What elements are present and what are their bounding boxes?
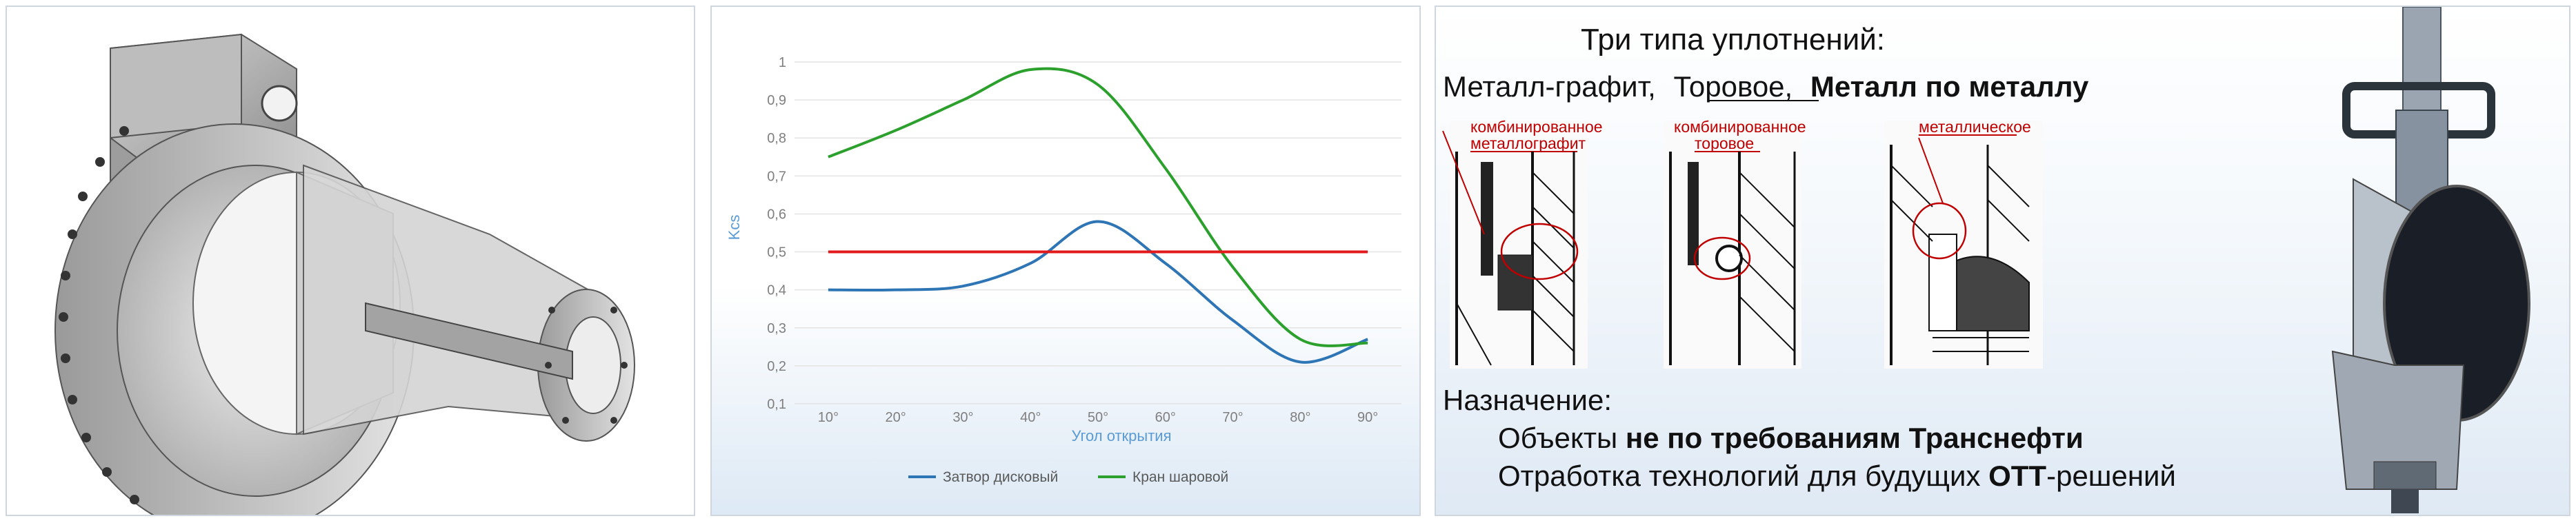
x-tick-label: 10°	[818, 410, 839, 425]
slide-panel: Три типа уплотнений: Металл-графит, Торо…	[1435, 6, 2570, 516]
label-combined-2: комбинированное	[1674, 118, 1806, 136]
x-tick-label: 60°	[1155, 410, 1176, 425]
slide-title: Три типа уплотнений:	[1581, 23, 1885, 57]
seal-type-metal-metal: Металл по металлу	[1810, 70, 2089, 103]
purpose-title: Назначение:	[1443, 384, 1612, 416]
seal-type-metal-graphite: Металл-графит,	[1443, 70, 1656, 103]
label-combined-1: комбинированное	[1470, 118, 1603, 136]
valve-render	[2331, 7, 2530, 513]
x-tick-label: 20°	[886, 410, 906, 425]
chart-panel: 0,1 0,2 0,3 0,4 0,5 0,6 0,7 0,8 0,9 1 10° 20° 30° 40…	[710, 6, 1421, 516]
x-tick-label: 70°	[1222, 410, 1243, 425]
x-tick-label: 50°	[1088, 410, 1108, 425]
y-tick-label: 0,9	[767, 93, 786, 108]
y-tick-label: 0,7	[767, 169, 786, 184]
chart-gridlines	[795, 61, 1401, 404]
x-tick-label: 90°	[1357, 410, 1378, 425]
label-metallic: металлическое	[1919, 118, 2031, 136]
y-tick-label: 0,5	[767, 245, 786, 260]
legend-label-disk: Затвор дисковый	[943, 469, 1058, 485]
purpose-line-2-text: Отработка технологий для будущих	[1498, 460, 1988, 492]
purpose-line-2: Отработка технологий для будущих ОТТ-реш…	[1498, 460, 2176, 492]
purpose-line-2-suffix: -решений	[2046, 460, 2176, 492]
seal-type-toroidal: Торовое,	[1674, 70, 1793, 103]
y-tick-label: 1	[779, 55, 786, 70]
x-tick-label: 30°	[952, 410, 973, 425]
valve-cutaway-panel	[6, 6, 695, 516]
x-tick-label: 80°	[1290, 410, 1310, 425]
purpose-line-1: Объекты не по требованиям Транснефти	[1498, 422, 2084, 454]
series-lines	[828, 67, 1368, 364]
y-tick-label: 0,2	[767, 359, 786, 374]
slide-canvas: Три типа уплотнений: Металл-графит, Торо…	[1442, 7, 2530, 513]
label-metal-graphite: металлографит	[1470, 134, 1586, 152]
label-toroidal: торовое	[1695, 134, 1754, 152]
x-axis-label: Угол открытия	[1071, 427, 1171, 444]
purpose-line-1-bold: не по требованиям Транснефти	[1626, 422, 2084, 454]
y-axis-label: Kcs	[726, 215, 743, 240]
x-tick-label: 40°	[1020, 410, 1041, 425]
y-tick-label: 0,1	[767, 397, 786, 412]
valve-cutaway-illustration	[54, 33, 635, 515]
y-tick-labels: 0,1 0,2 0,3 0,4 0,5 0,6 0,7 0,8 0,9 1	[767, 55, 786, 412]
series-line-0	[828, 220, 1368, 364]
purpose-line-1-text: Объекты	[1498, 422, 1626, 454]
y-tick-label: 0,3	[767, 321, 786, 336]
y-tick-label: 0,6	[767, 207, 786, 222]
chart-legend: Затвор дисковый Кран шаровой	[908, 469, 1228, 485]
kcs-line-chart: 0,1 0,2 0,3 0,4 0,5 0,6 0,7 0,8 0,9 1 10° 20° 30° 40…	[726, 55, 1401, 485]
seal-drawing-toroidal: комбинированное торовое	[1664, 118, 1806, 369]
seal-types-line: Металл-графит, Торовое, Металл по металл…	[1443, 70, 2089, 103]
seal-drawing-metal-graphite: комбинированное металлографит	[1442, 118, 1603, 369]
y-tick-label: 0,8	[767, 131, 786, 146]
series-line-1	[828, 67, 1368, 347]
x-tick-labels: 10° 20° 30° 40° 50° 60° 70° 80° 90°	[818, 410, 1378, 425]
purpose-line-2-bold: ОТТ	[1988, 460, 2046, 492]
y-tick-label: 0,4	[767, 283, 786, 298]
seal-drawing-metal-metal: металлическое	[1884, 118, 2043, 369]
legend-label-ball: Кран шаровой	[1132, 469, 1228, 485]
